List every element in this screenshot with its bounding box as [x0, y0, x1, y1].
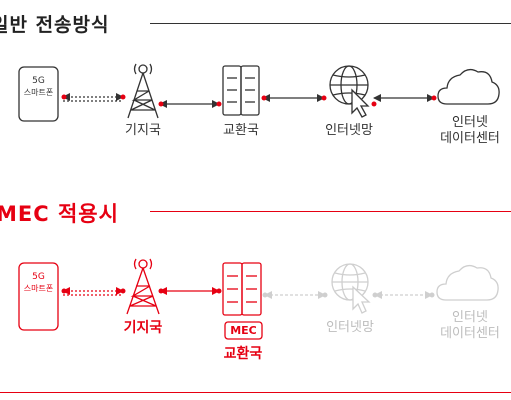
general-datacenter-label-1: 인터넷: [452, 115, 488, 130]
mec-connectors: [62, 287, 433, 299]
mec-internet-globe-icon: [331, 263, 371, 314]
smartphone-icon: [18, 66, 59, 122]
mec-section-title: MEC 적용시: [0, 202, 119, 226]
general-connectors: [62, 93, 435, 108]
mec-datacenter-label-2: 데이터센터: [440, 326, 500, 341]
general-phone-label-1: 5G: [32, 76, 45, 86]
internet-globe-icon: [329, 65, 370, 118]
general-tower-label: 기지국: [125, 123, 161, 138]
general-datacenter-label-2: 데이터센터: [440, 131, 500, 146]
mec-smartphone-icon: [18, 262, 59, 331]
bottom-rule: [0, 392, 511, 393]
mec-badge-box: [224, 321, 263, 340]
datacenter-cloud-icon: [437, 68, 500, 105]
general-exchange-label: 교환국: [223, 123, 259, 138]
general-link-dots: [61, 94, 437, 107]
mec-phone-label-2: 스마트폰: [23, 284, 54, 293]
mec-exchange-label: 교환국: [223, 346, 263, 362]
mec-datacenter-cloud-icon: [436, 264, 499, 301]
mec-phone-label-1: 5G: [32, 272, 45, 282]
base-station-icon: [127, 63, 159, 119]
mec-grey-diagram: [331, 263, 499, 314]
general-phone-label-2: 스마트폰: [23, 88, 54, 97]
exchange-server-icon: [222, 65, 260, 116]
mec-tower-label: 기지국: [123, 320, 163, 336]
mec-internet-label: 인터넷망: [326, 320, 374, 335]
mec-link-dots: [61, 288, 435, 298]
general-section-title: 일반 전송방식: [0, 14, 110, 36]
general-internet-label: 인터넷망: [325, 123, 373, 138]
mec-badge-label: MEC: [230, 324, 257, 337]
mec-exchange-server-icon: [222, 262, 263, 340]
mec-datacenter-label-1: 인터넷: [452, 310, 488, 325]
mec-title-rule: [150, 211, 511, 212]
mec-diagram: [18, 258, 263, 340]
general-diagram: [18, 63, 500, 122]
general-title-rule: [150, 23, 511, 24]
mec-base-station-icon: [126, 258, 160, 315]
